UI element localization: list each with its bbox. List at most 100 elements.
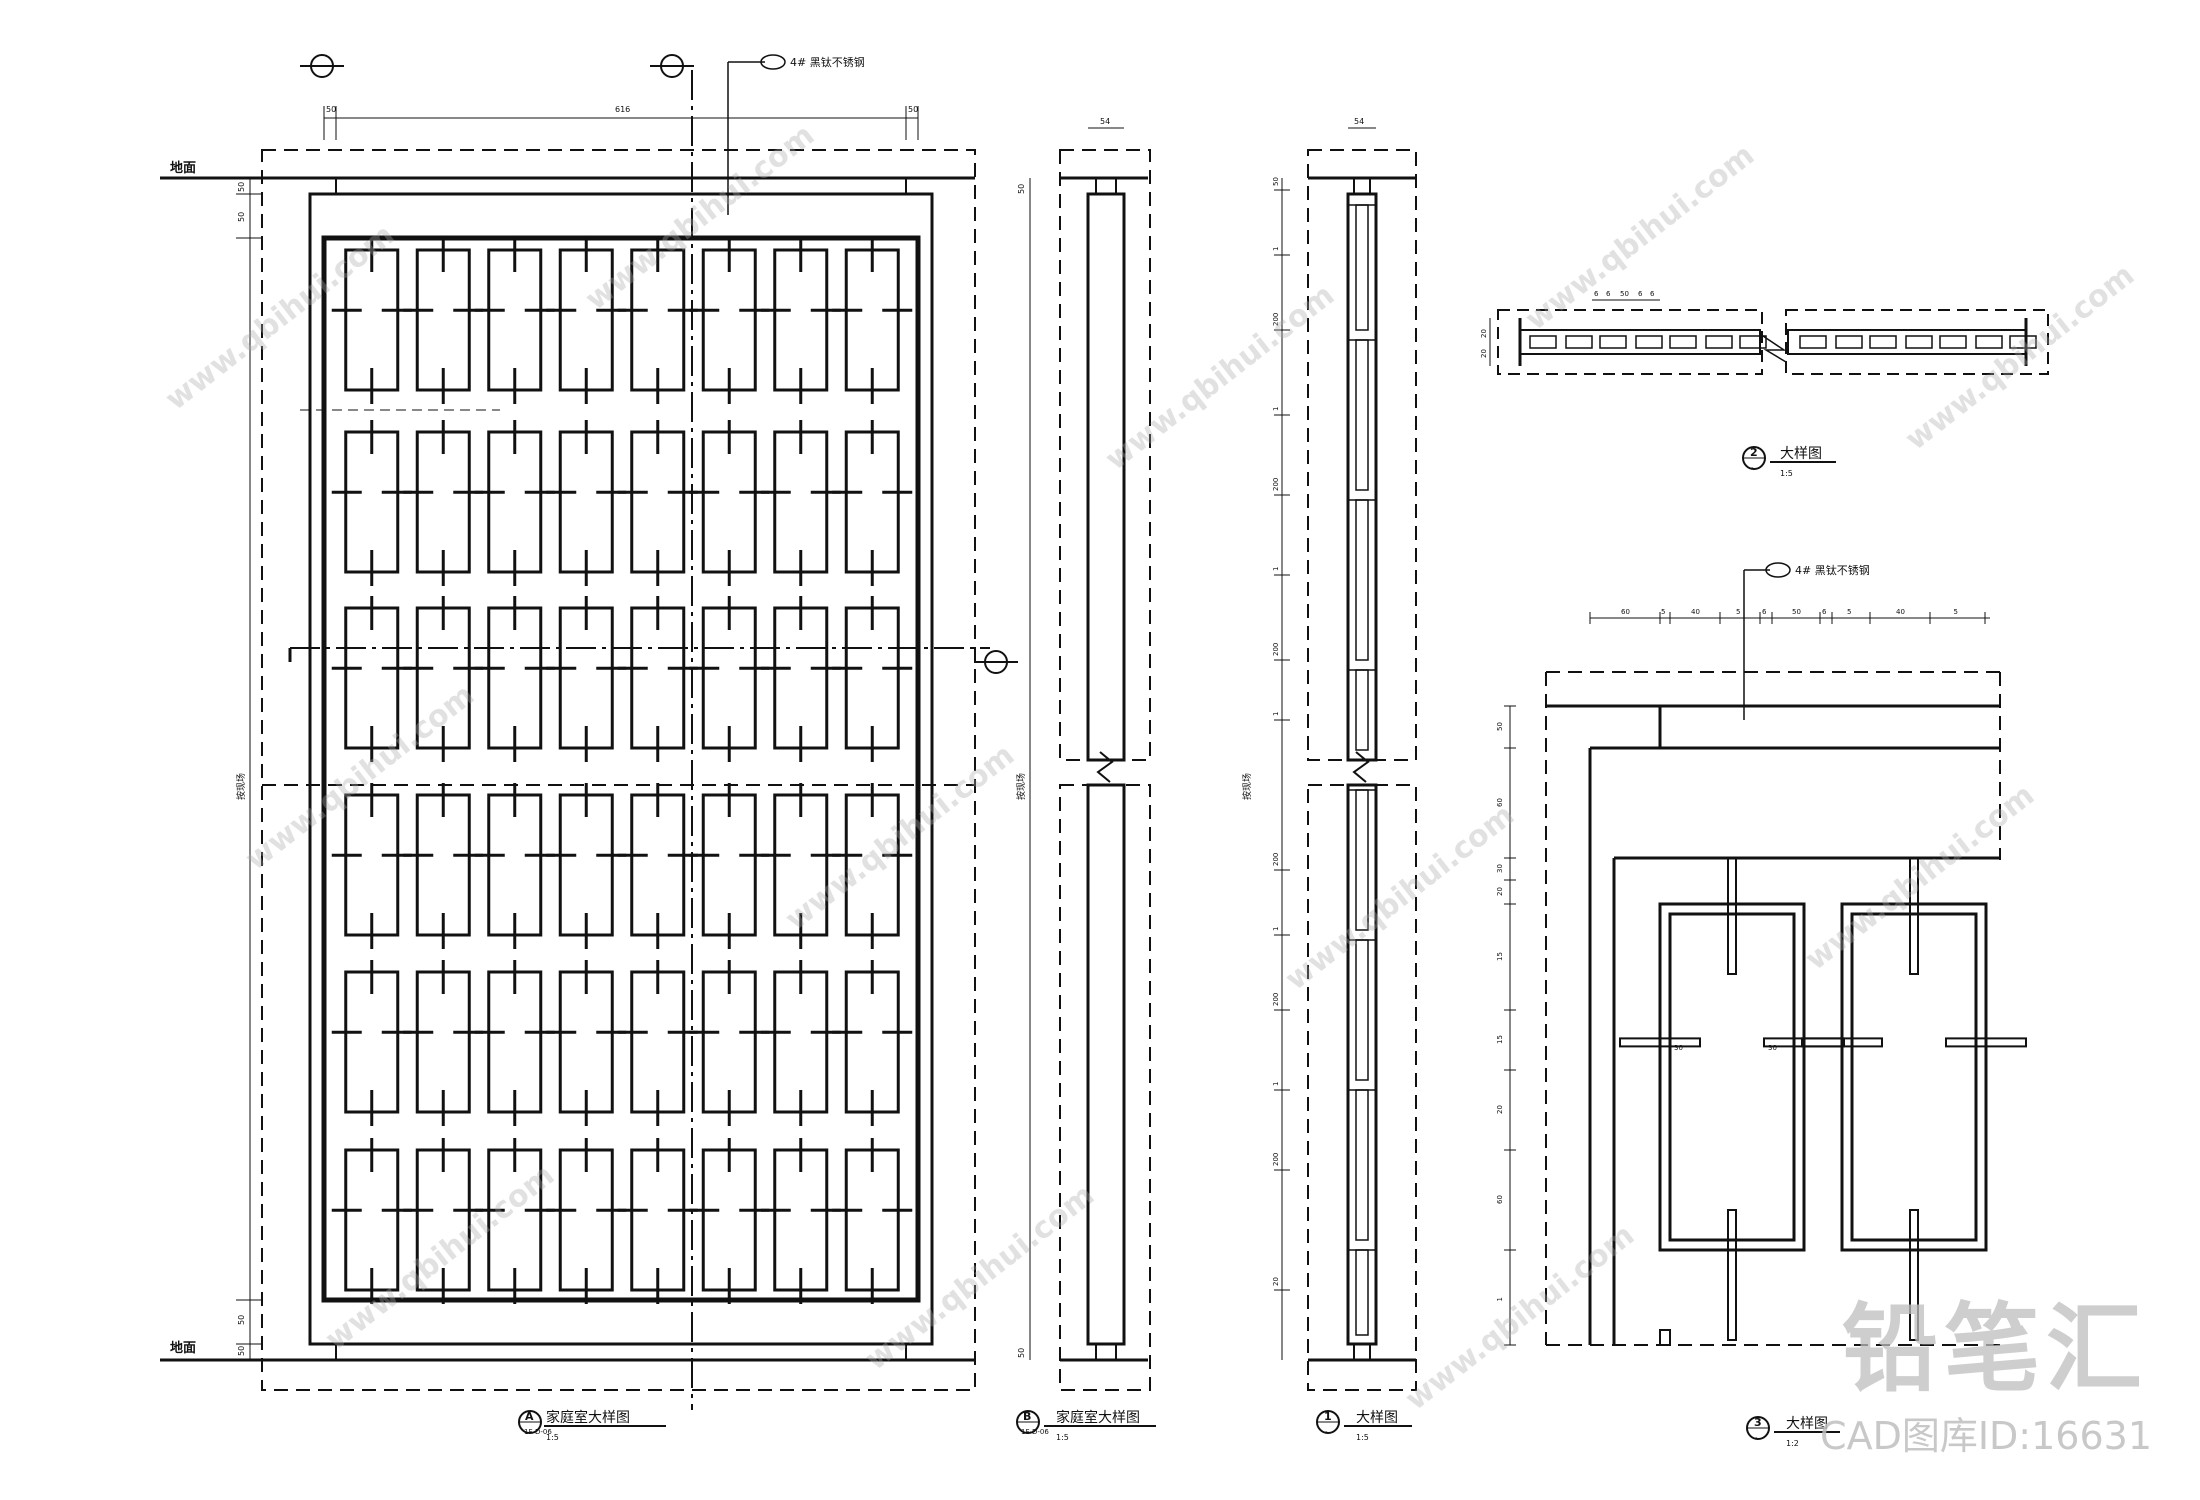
view-scale: 1:5 (1056, 1433, 1069, 1442)
section-1-bar (1355, 1249, 1369, 1336)
dim-label: 40 (1896, 608, 1905, 616)
lattice-cell-outer (1840, 902, 1988, 1252)
detail-2-cell (1705, 335, 1733, 349)
break-symbol (1352, 751, 1370, 783)
section-b-profile (1086, 192, 1126, 762)
dim-label: 50 (237, 182, 246, 192)
material-note: 4# 黑钛不锈钢 (790, 55, 865, 69)
detail-2-left-outline (1497, 309, 1763, 375)
dim-label: 1 (1272, 567, 1280, 571)
dim-label: 20 (1496, 1105, 1504, 1114)
dim-label: 按现场 (1241, 773, 1253, 800)
dim-label: 50 (237, 1315, 246, 1325)
lattice-panel (331, 238, 913, 1304)
dim-label: 6 (1638, 290, 1643, 298)
dim-label: 200 (1272, 478, 1280, 491)
view-id: 1 (1324, 1410, 1332, 1423)
section-1-profile (1346, 192, 1378, 762)
brand-watermark: 铅笔汇 (1842, 1293, 2148, 1405)
dim-label: 616 (615, 105, 630, 114)
dim-label: 15 (1496, 1035, 1504, 1044)
detail-2-cell (1835, 335, 1863, 349)
dim-label: 40 (1691, 608, 1700, 616)
dim-label: 200 (1272, 853, 1280, 866)
dim-label: 20 (1480, 329, 1488, 338)
view-title: 家庭室大样图 (1056, 1409, 1140, 1426)
section-1-outline-top (1307, 149, 1417, 761)
dim-label: 60 (1496, 1195, 1504, 1204)
dim-label: 50 (1017, 1348, 1026, 1358)
detail-2-cell (2009, 335, 2037, 349)
view-title: 大样图 (1786, 1416, 1828, 1432)
elevation-a: 4# 黑钛不锈钢 50 616 50 50 50 50 50 按现场 地面 地面… (160, 54, 1018, 1442)
dim-label: 50 (1496, 722, 1504, 731)
bottom-rail (335, 1343, 907, 1361)
detail-2: 6 6 50 6 6 20 20 2 - 大样图 1:5 (1480, 290, 2049, 478)
dim-label: 60 (1621, 608, 1630, 616)
detail-2-cell (1869, 335, 1897, 349)
detail-2-cell (1669, 335, 1697, 349)
lattice-tab (1801, 1037, 1883, 1048)
dim-label: 50 (908, 105, 918, 114)
section-b-outline-bottom (1059, 784, 1151, 1391)
view-id: B (1023, 1410, 1031, 1423)
dim-label: 50 (1017, 184, 1026, 194)
detail-2-cell (1799, 335, 1827, 349)
lattice-cell-inner (1668, 912, 1796, 1242)
dim-label: 6 (1594, 290, 1599, 298)
section-1-bar (1355, 339, 1369, 491)
dim-label: 5 (1661, 608, 1665, 616)
view-title: 大样图 (1780, 446, 1822, 462)
dim-label: 50 (326, 105, 336, 114)
view-ref: 1F-D-06 (1021, 1428, 1049, 1436)
section-b-outline-top (1059, 149, 1151, 761)
view-ref: 1F-D-06 (524, 1428, 552, 1436)
section-1-bar (1355, 939, 1369, 1081)
dim-label: 50 (237, 1346, 246, 1356)
detail-2-cell (1529, 335, 1557, 349)
dim-label: 1 (1272, 927, 1280, 931)
lattice-cell-outer (1658, 902, 1806, 1252)
dim-label: 60 (1496, 798, 1504, 807)
dim-label: 20 (1496, 887, 1504, 896)
top-rail (335, 177, 907, 195)
dim-label: 50 (1792, 608, 1801, 616)
detail-2-cell (1939, 335, 1967, 349)
view-ref: - (1325, 1428, 1328, 1436)
lattice-tab (1727, 1209, 1737, 1341)
dim-label: 6 (1822, 608, 1827, 616)
detail-3-lattice (1619, 857, 2027, 1346)
detail-2-cell (1635, 335, 1663, 349)
view-scale: 1:5 (1356, 1433, 1369, 1442)
dim-label: 30 (1496, 864, 1504, 873)
section-1-bar (1355, 499, 1369, 661)
dim-label: 5 (1954, 608, 1958, 616)
dim-label: 1 (1272, 712, 1280, 716)
view-scale: 1:2 (1786, 1439, 1799, 1448)
level-label-bottom: 地面 (170, 1340, 196, 1356)
section-1-bars (1348, 204, 1376, 1336)
lattice-tab (1909, 1209, 1919, 1341)
view-id: A (525, 1410, 534, 1423)
lattice-tab (1619, 1037, 1701, 1048)
dim-label: 15 (1496, 952, 1504, 961)
dim-label: 1 (1272, 247, 1280, 251)
detail-2-cells (1529, 335, 2037, 349)
elevation-a-outline (261, 149, 976, 1391)
dim-label: 200 (1272, 643, 1280, 656)
material-note: 4# 黑钛不锈钢 (1795, 563, 1870, 577)
dim-label: 200 (1272, 1153, 1280, 1166)
view-ref: - (1751, 464, 1754, 472)
section-1-outline-bottom (1307, 784, 1417, 1391)
detail-2-bar-left (1519, 329, 1761, 355)
detail-2-cell (1739, 335, 1767, 349)
dim-label: 6 (1762, 608, 1767, 616)
dim-label: 5 (1736, 608, 1740, 616)
view-id: 3 (1754, 1416, 1762, 1429)
section-1-bar (1355, 204, 1369, 331)
